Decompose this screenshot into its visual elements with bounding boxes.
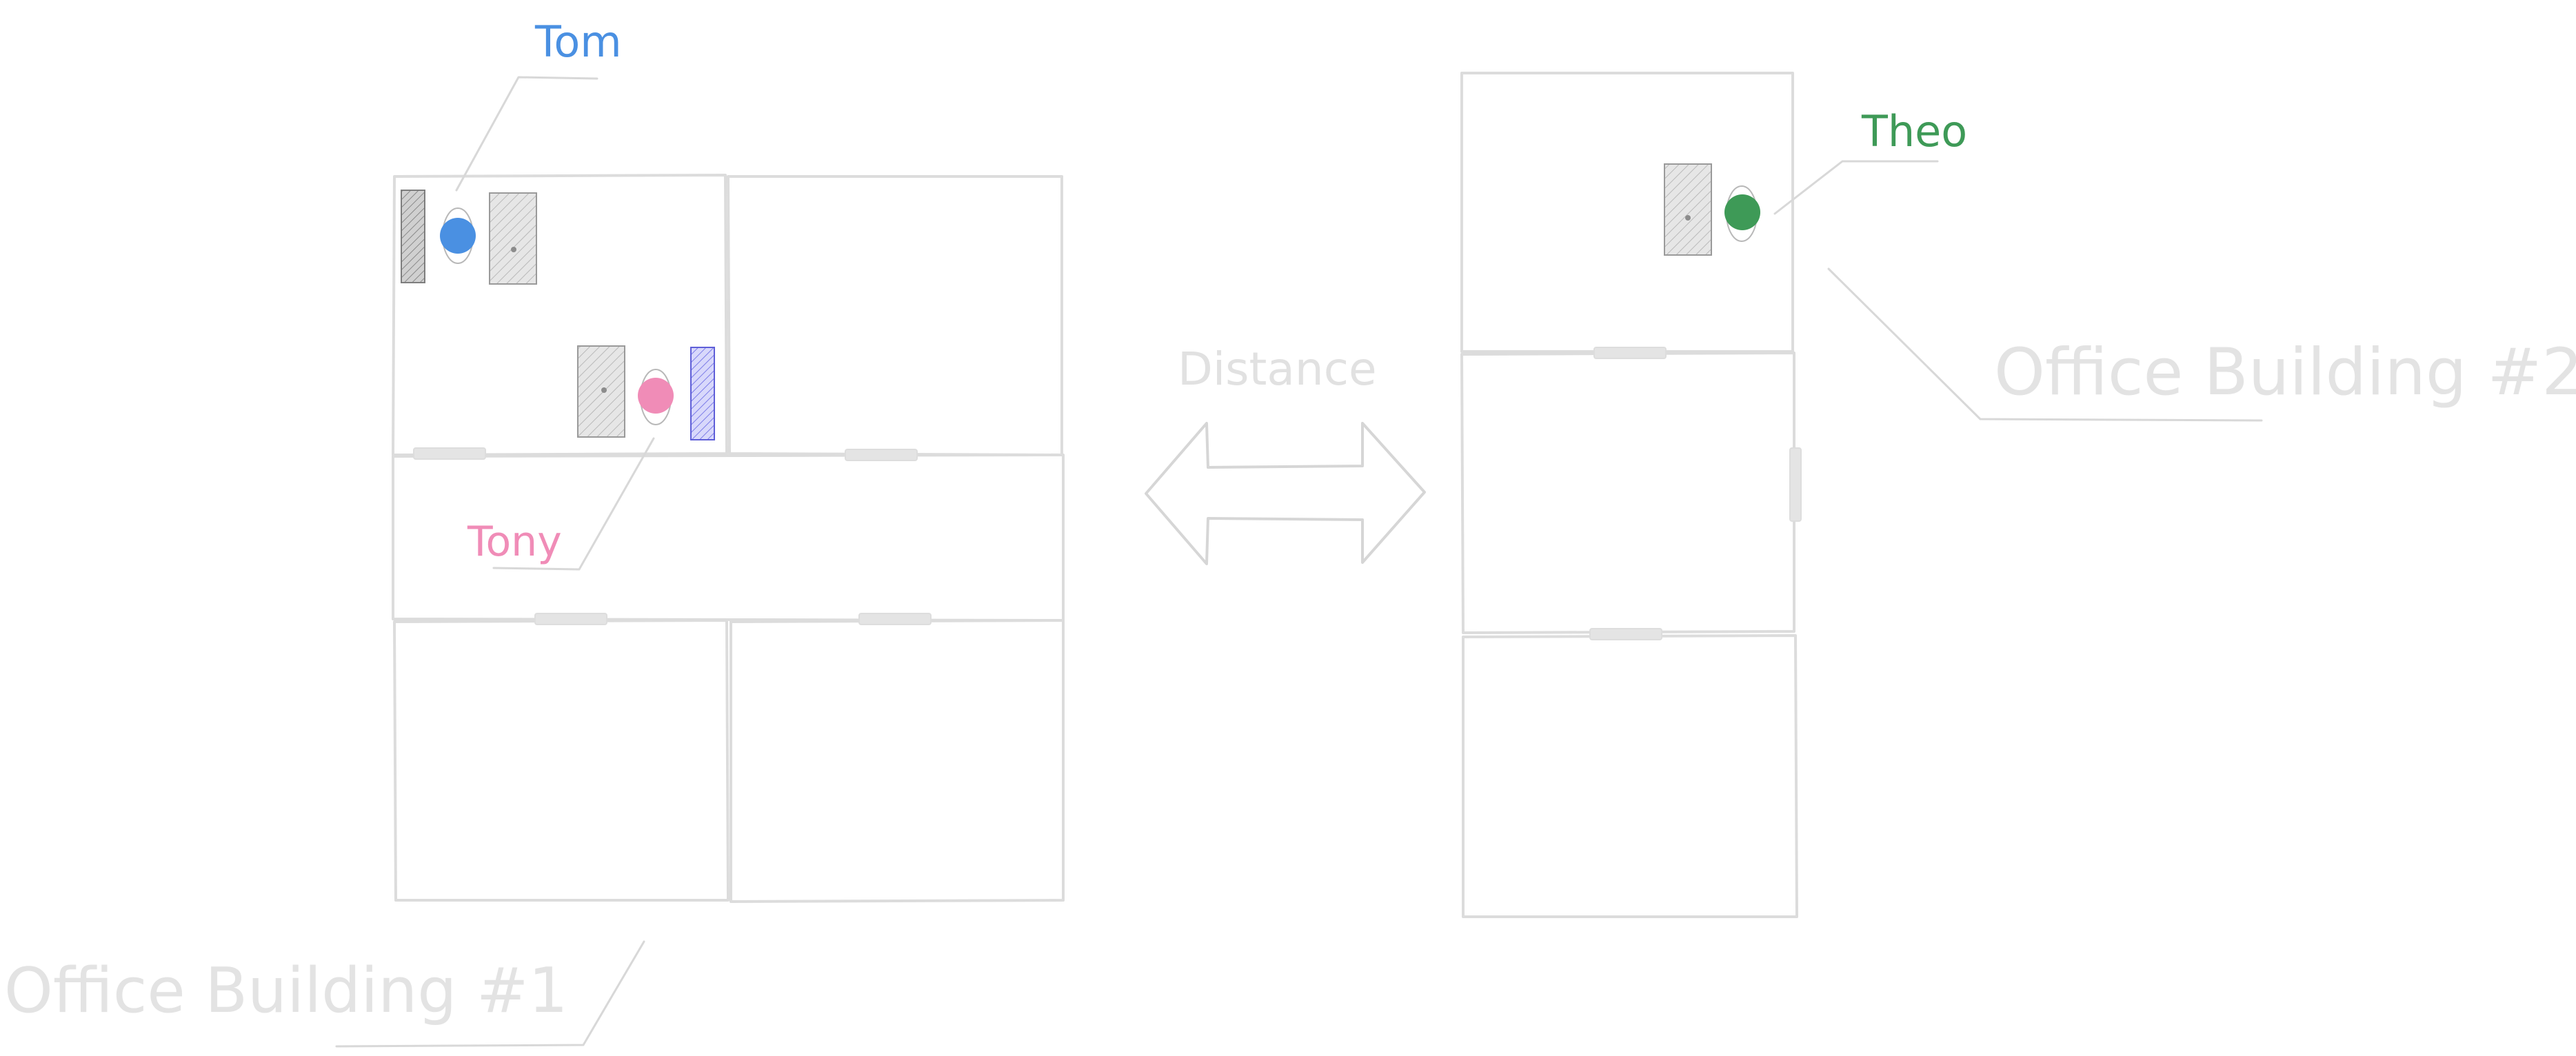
desk-dot-tony [601,387,607,393]
leader-building-2 [1827,267,2263,422]
door-1a [413,447,486,460]
label-theo: Theo [1861,106,1967,156]
door-2c [1589,628,1662,640]
room-2b [1460,352,1795,634]
person-tony [638,378,674,414]
label-tony: Tony [467,518,562,566]
leader-tom [455,76,598,192]
room-1d [729,619,1065,903]
leader-building-1 [335,940,645,1048]
room-1c [393,619,729,902]
desk-theo [1664,163,1712,256]
office-building-1 [335,76,1065,1048]
room-2c [1462,634,1798,918]
door-1c [534,613,607,625]
person-tom [440,218,476,254]
person-theo [1724,194,1760,230]
door-1d [858,613,932,625]
shelf-dark [401,190,425,283]
room-1a [392,174,728,456]
desk-dot-theo [1685,215,1691,221]
room-1b [727,175,1063,456]
office-building-2 [1460,72,2263,918]
room-2a [1460,72,1794,353]
desk-dot-tom [511,247,516,252]
leader-theo [1773,160,1939,215]
label-office-building-1: Office Building #1 [4,955,568,1027]
door-1b [845,449,918,461]
shelf-blue [690,347,715,440]
door-2b [1789,447,1802,522]
distance-double-arrow [1145,422,1426,565]
label-tom: Tom [534,17,622,67]
door-2a [1593,347,1667,359]
label-distance: Distance [1178,343,1377,396]
desk-tom [489,192,537,285]
label-office-building-2: Office Building #2 [1994,335,2576,410]
desk-tony [577,345,625,438]
leader-tony [492,437,655,571]
